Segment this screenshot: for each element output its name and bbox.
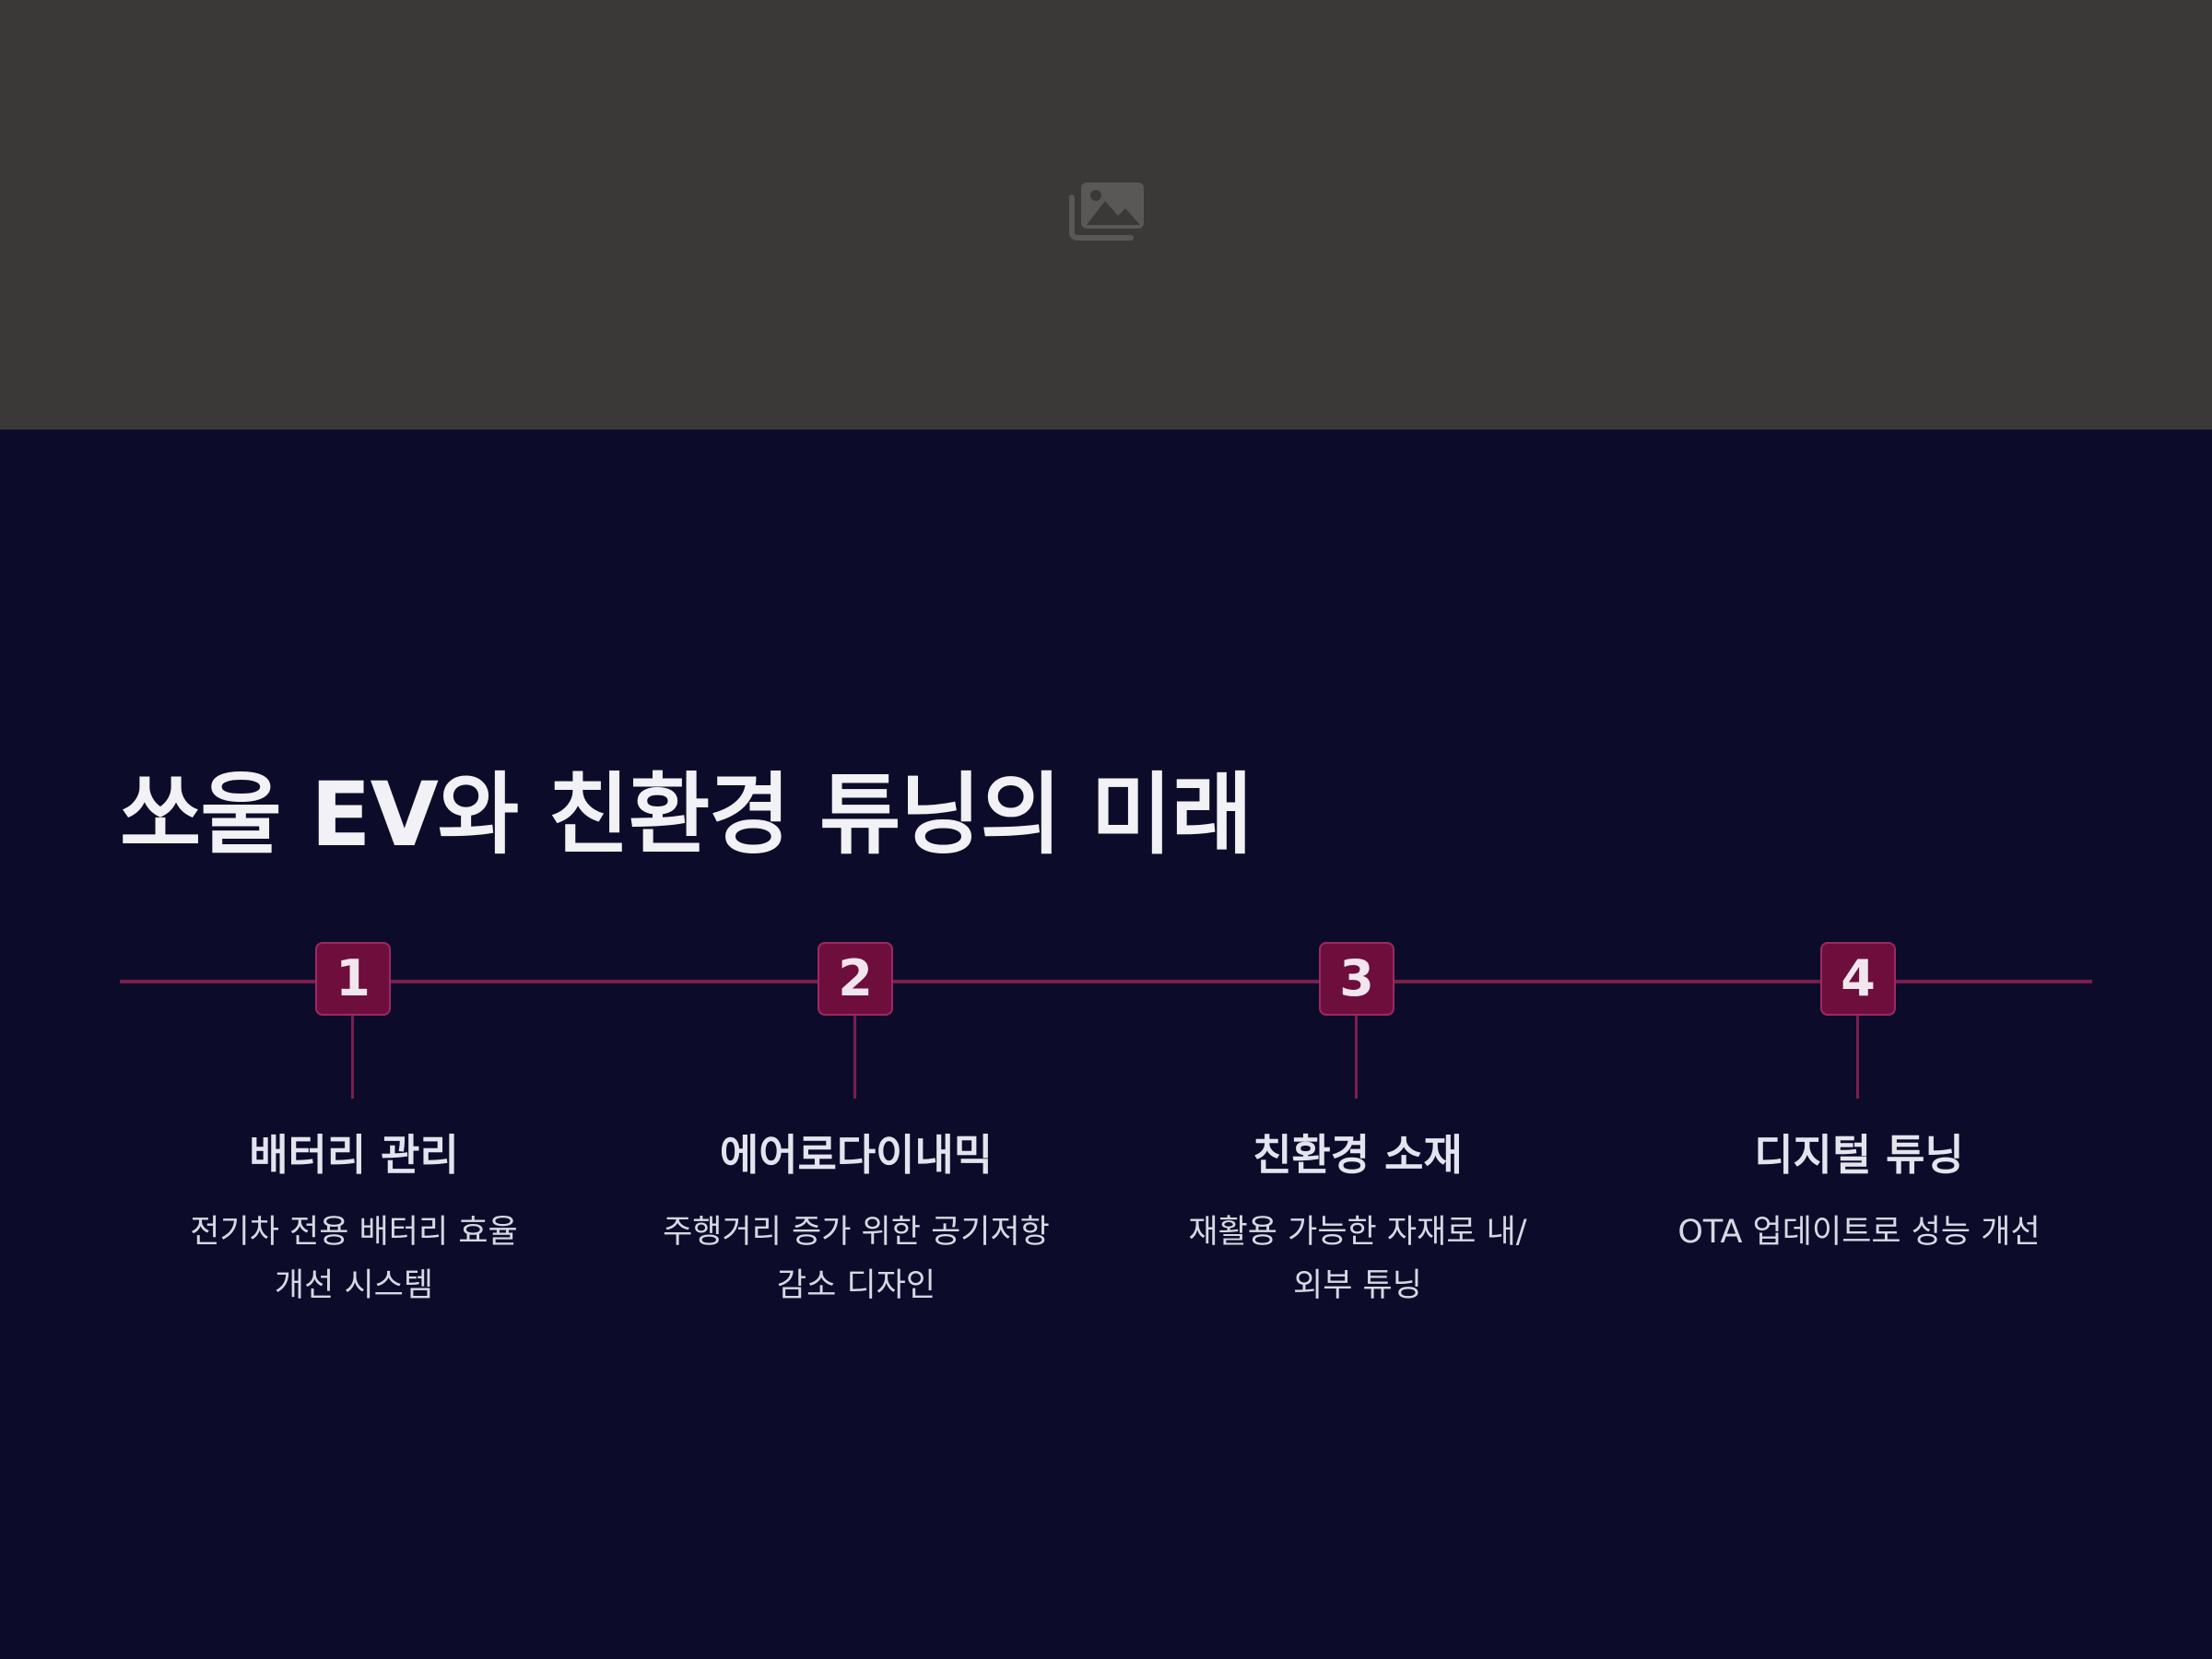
step-description: OTA 업데이트로 성능 개선 xyxy=(1677,1214,2041,1251)
step-title: 디지털 튜닝 xyxy=(1754,1130,1964,1180)
step-connector xyxy=(1856,1016,1859,1099)
step-number-badge: 3 xyxy=(1319,942,1394,1016)
step-connector xyxy=(1355,1016,1358,1099)
step-description: 재활용 가능한 자재로 내/외부 튜닝 xyxy=(1188,1214,1527,1304)
page-title: 쏘울 EV와 친환경 튜닝의 미래 xyxy=(120,763,1253,866)
step-title: 친환경 소재 xyxy=(1253,1130,1463,1180)
image-gallery-icon xyxy=(1069,182,1144,241)
step-number-badge: 2 xyxy=(818,942,893,1016)
hero-image-placeholder xyxy=(0,0,2212,429)
timeline-step-4: 4 디지털 튜닝 OTA 업데이트로 성능 개선 xyxy=(1638,942,2080,1366)
timeline-line xyxy=(120,980,2092,983)
step-title: 배터리 관리 xyxy=(249,1130,459,1180)
step-connector xyxy=(351,1016,354,1099)
step-description: 주행거리 증가 위한 공기저항 감소 디자인 xyxy=(663,1214,1050,1304)
step-number-badge: 1 xyxy=(315,942,391,1016)
step-connector xyxy=(853,1016,856,1099)
step-number-badge: 4 xyxy=(1820,942,1896,1016)
timeline-step-2: 2 에어로다이내믹 주행거리 증가 위한 공기저항 감소 디자인 xyxy=(635,942,1077,1366)
step-title: 에어로다이내믹 xyxy=(719,1130,994,1180)
step-description: 전기차 전용 배터리 효율 개선 시스템 xyxy=(190,1214,518,1304)
timeline-step-1: 1 배터리 관리 전기차 전용 배터리 효율 개선 시스템 xyxy=(133,942,575,1366)
timeline-section: 쏘울 EV와 친환경 튜닝의 미래 1 배터리 관리 전기차 전용 배터리 효율… xyxy=(0,429,2212,1659)
timeline-step-3: 3 친환경 소재 재활용 가능한 자재로 내/외부 튜닝 xyxy=(1136,942,1579,1366)
